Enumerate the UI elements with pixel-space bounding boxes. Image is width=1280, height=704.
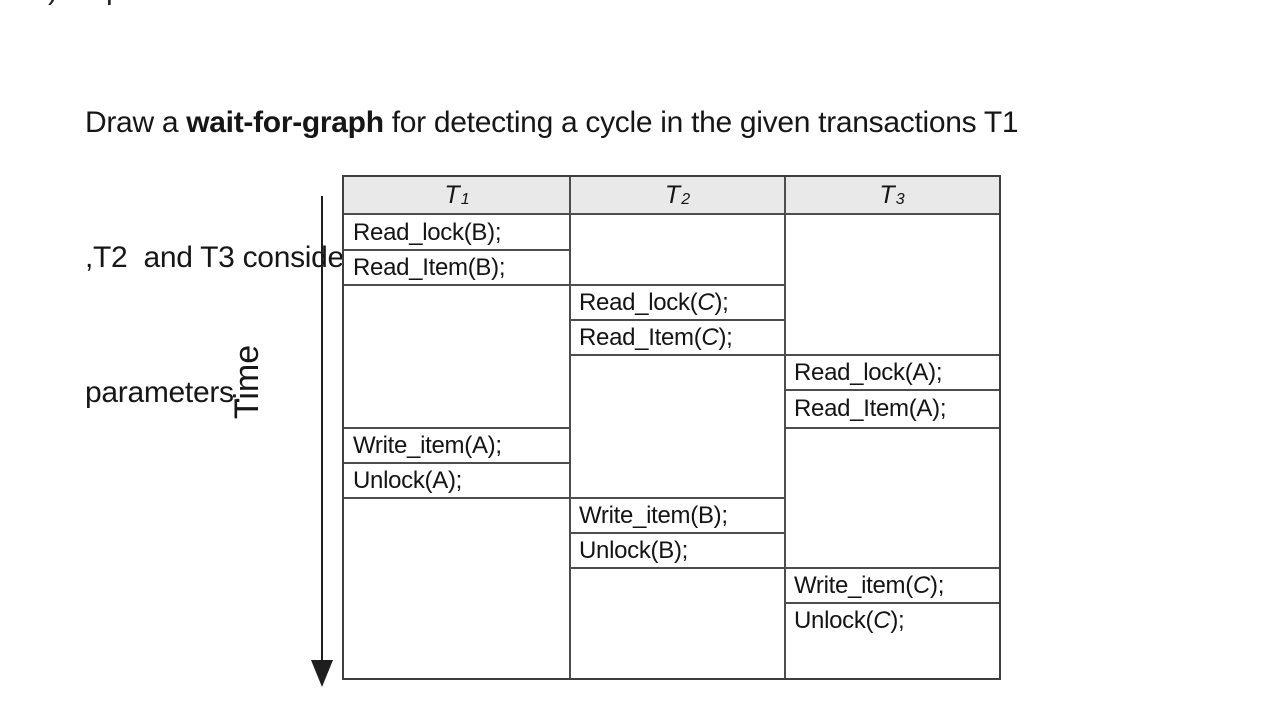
table-grid-line bbox=[785, 602, 999, 604]
table-grid-line bbox=[785, 567, 999, 569]
table-grid-line bbox=[570, 354, 785, 356]
table-grid-line bbox=[570, 319, 785, 321]
table-grid-line bbox=[785, 354, 999, 356]
time-axis-label: Time bbox=[227, 344, 266, 420]
table-grid-line bbox=[570, 532, 785, 534]
op-cell: Unlock(A); bbox=[353, 466, 463, 494]
question-line-1: Draw a wait-for-graph for detecting a cy… bbox=[85, 106, 1019, 139]
op-cell: Write_item(A); bbox=[353, 431, 502, 459]
op-cell: Unlock(B); bbox=[579, 536, 689, 564]
op-cell: Read_Item(A); bbox=[794, 395, 947, 422]
cropped-text-fragment: ) bbox=[48, 0, 58, 7]
cropped-text-fragment: p bbox=[106, 0, 123, 7]
op-cell: Write_item(C); bbox=[794, 571, 945, 599]
table-grid-line bbox=[344, 497, 570, 499]
time-arrow-shaft bbox=[321, 196, 323, 662]
question-bold-term: wait-for-graph bbox=[186, 106, 384, 139]
op-cell: Read_lock(A); bbox=[794, 358, 943, 386]
table-grid-line bbox=[344, 284, 570, 286]
table-grid-line bbox=[785, 427, 999, 429]
question-line-3: parameters. bbox=[85, 376, 242, 409]
table-grid-line bbox=[570, 567, 785, 569]
op-cell: Unlock(C); bbox=[794, 607, 905, 634]
op-cell: Read_lock(C); bbox=[579, 288, 729, 316]
table-grid-line bbox=[785, 389, 999, 391]
op-cell: Read_Item(B); bbox=[353, 253, 506, 281]
column-divider bbox=[569, 177, 571, 678]
table-grid-line bbox=[570, 284, 785, 286]
table-grid-line bbox=[570, 497, 785, 499]
op-cell: Read_lock(B); bbox=[353, 218, 502, 246]
table-grid-line bbox=[344, 462, 570, 464]
table-grid-line bbox=[344, 427, 570, 429]
table-grid-line bbox=[344, 249, 570, 251]
time-arrow-head-icon bbox=[311, 660, 333, 687]
column-divider bbox=[784, 177, 786, 678]
op-cell: Write_item(B); bbox=[579, 501, 728, 529]
op-cell: Read_Item(C); bbox=[579, 323, 733, 351]
